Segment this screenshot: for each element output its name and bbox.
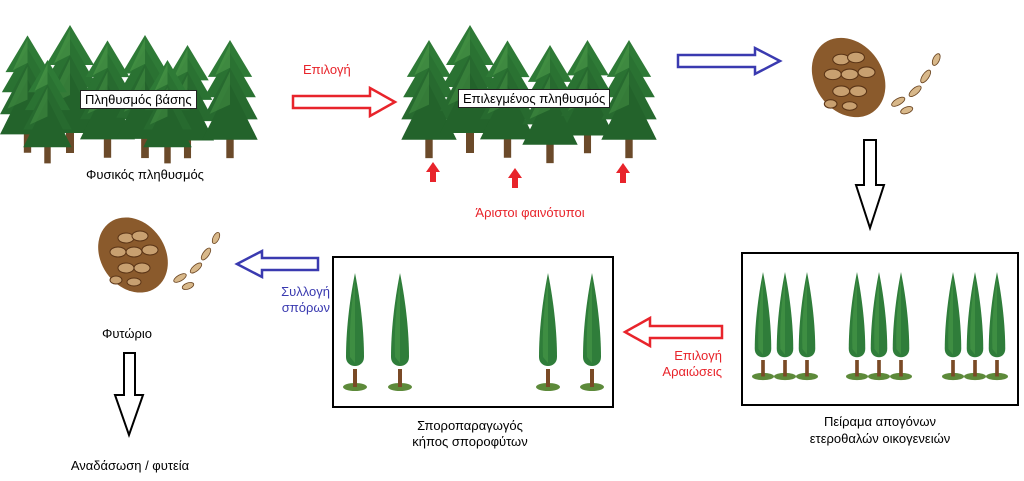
best-phenotypes-label: Άριστοι φαινότυποι xyxy=(475,205,585,220)
seed-collection-label-line2: σπόρων xyxy=(281,300,330,315)
nursery-label: Φυτώριο xyxy=(101,326,153,341)
seed-orchard-box xyxy=(332,256,614,408)
best-phenotype-markers xyxy=(426,162,630,188)
progeny-trial-label-line1: Πείραμα απογόνων xyxy=(823,414,937,429)
thinning-arrow xyxy=(622,315,724,349)
selection-arrow xyxy=(291,85,398,119)
seed-collection-label-line1: Συλλογή xyxy=(281,284,330,299)
down-arrow-progeny xyxy=(854,139,886,232)
selection-label: Επιλογή xyxy=(303,62,351,77)
seed-orchard-label-line2: κήπος σποροφύτων xyxy=(412,434,528,449)
selection-thinning-label-line1: Επιλογή xyxy=(674,348,722,363)
seed-orchard-label-line1: Σποροπαραγωγός xyxy=(417,418,523,433)
base-population-label: Πληθυσμός βάσης xyxy=(80,90,197,109)
progeny-trial-label-line2: ετεροθαλών οικογενειών xyxy=(809,431,951,446)
pine-cone-icon-nursery xyxy=(88,210,222,300)
natural-population-label: Φυσικός πληθυσμός xyxy=(86,167,204,182)
seed-collection-arrow xyxy=(234,248,320,280)
selected-population-label: Επιλεγμένος πληθυσμός xyxy=(458,89,611,108)
to-cone-arrow xyxy=(676,45,783,77)
down-arrow-reforestation xyxy=(113,352,145,439)
selection-thinning-label-line2: Αραιώσεις xyxy=(662,364,722,379)
reforestation-label: Αναδάσωση / φυτεία xyxy=(70,458,190,473)
pine-cone-icon xyxy=(800,30,943,125)
